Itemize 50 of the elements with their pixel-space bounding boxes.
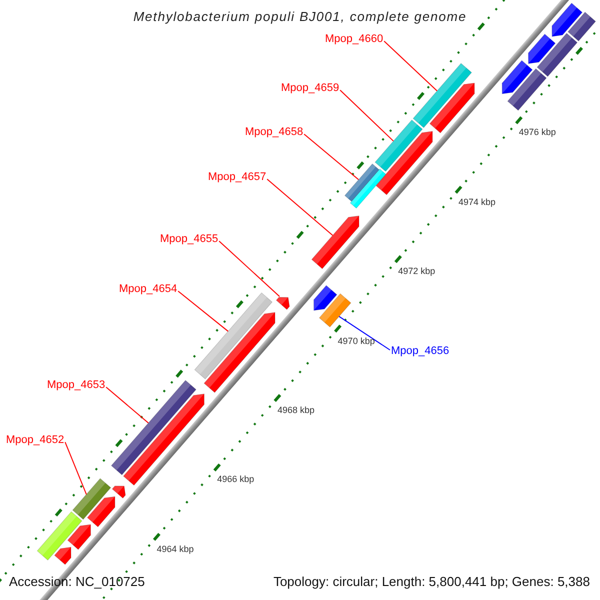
gene-block [568, 12, 596, 42]
gene-label: Mpop_4659 [281, 81, 340, 95]
gene-block [87, 496, 116, 528]
gene-block [430, 82, 475, 134]
gene-block [552, 2, 582, 37]
gene-label: Mpop_4660 [325, 32, 384, 46]
gene-block [319, 293, 352, 328]
gene-label: Mpop_4655 [160, 232, 218, 246]
gene-block [507, 68, 547, 111]
gene-block [36, 511, 82, 560]
gene-block [204, 312, 276, 393]
gene-block [123, 394, 204, 486]
leader-line [64, 442, 87, 495]
gene-block [67, 524, 91, 550]
scale-label: 4968 kbp [277, 405, 314, 416]
gene-label: Mpop_4652 [6, 433, 64, 447]
leader-line [106, 386, 149, 424]
gene-block [54, 546, 72, 565]
gene-block [502, 60, 533, 94]
gene-block [276, 297, 290, 310]
gene-block [350, 168, 386, 208]
gene-block [528, 34, 556, 64]
gene-block [376, 131, 433, 195]
gene-block [374, 120, 423, 172]
gene-block [344, 164, 380, 202]
leader-line [266, 178, 334, 236]
gene-block [111, 380, 196, 476]
leader-line [218, 240, 280, 297]
gene-label: Mpop_4658 [245, 125, 304, 139]
leader-line [178, 290, 229, 332]
gene-block [412, 63, 472, 128]
gene-block [311, 216, 360, 269]
scale-label: 4970 kbp [338, 336, 375, 347]
genome-summary-text: Topology: circular; Length: 5,800,441 bp; Genes: 5,388 [273, 573, 590, 591]
title: Methylobacterium populi BJ001, complete genome [132, 9, 468, 25]
gene-label: Mpop_4654 [119, 282, 178, 296]
gene-block [112, 486, 126, 498]
gene-block [194, 292, 272, 380]
gene-block [72, 478, 111, 520]
gene-label: Mpop_4653 [47, 378, 106, 392]
scale-label: 4966 kbp [217, 474, 254, 486]
gene-block [536, 33, 578, 77]
scale-label: 4964 kbp [156, 544, 194, 555]
scale-label: 4974 kbp [458, 196, 496, 208]
gene-block [314, 285, 338, 311]
gene-label: Mpop_4656 [391, 344, 450, 358]
scale-label: 4976 kbp [518, 127, 556, 138]
gene-label: Mpop_4657 [208, 170, 266, 184]
scale-label: 4972 kbp [398, 266, 436, 278]
leader-line [340, 90, 394, 142]
